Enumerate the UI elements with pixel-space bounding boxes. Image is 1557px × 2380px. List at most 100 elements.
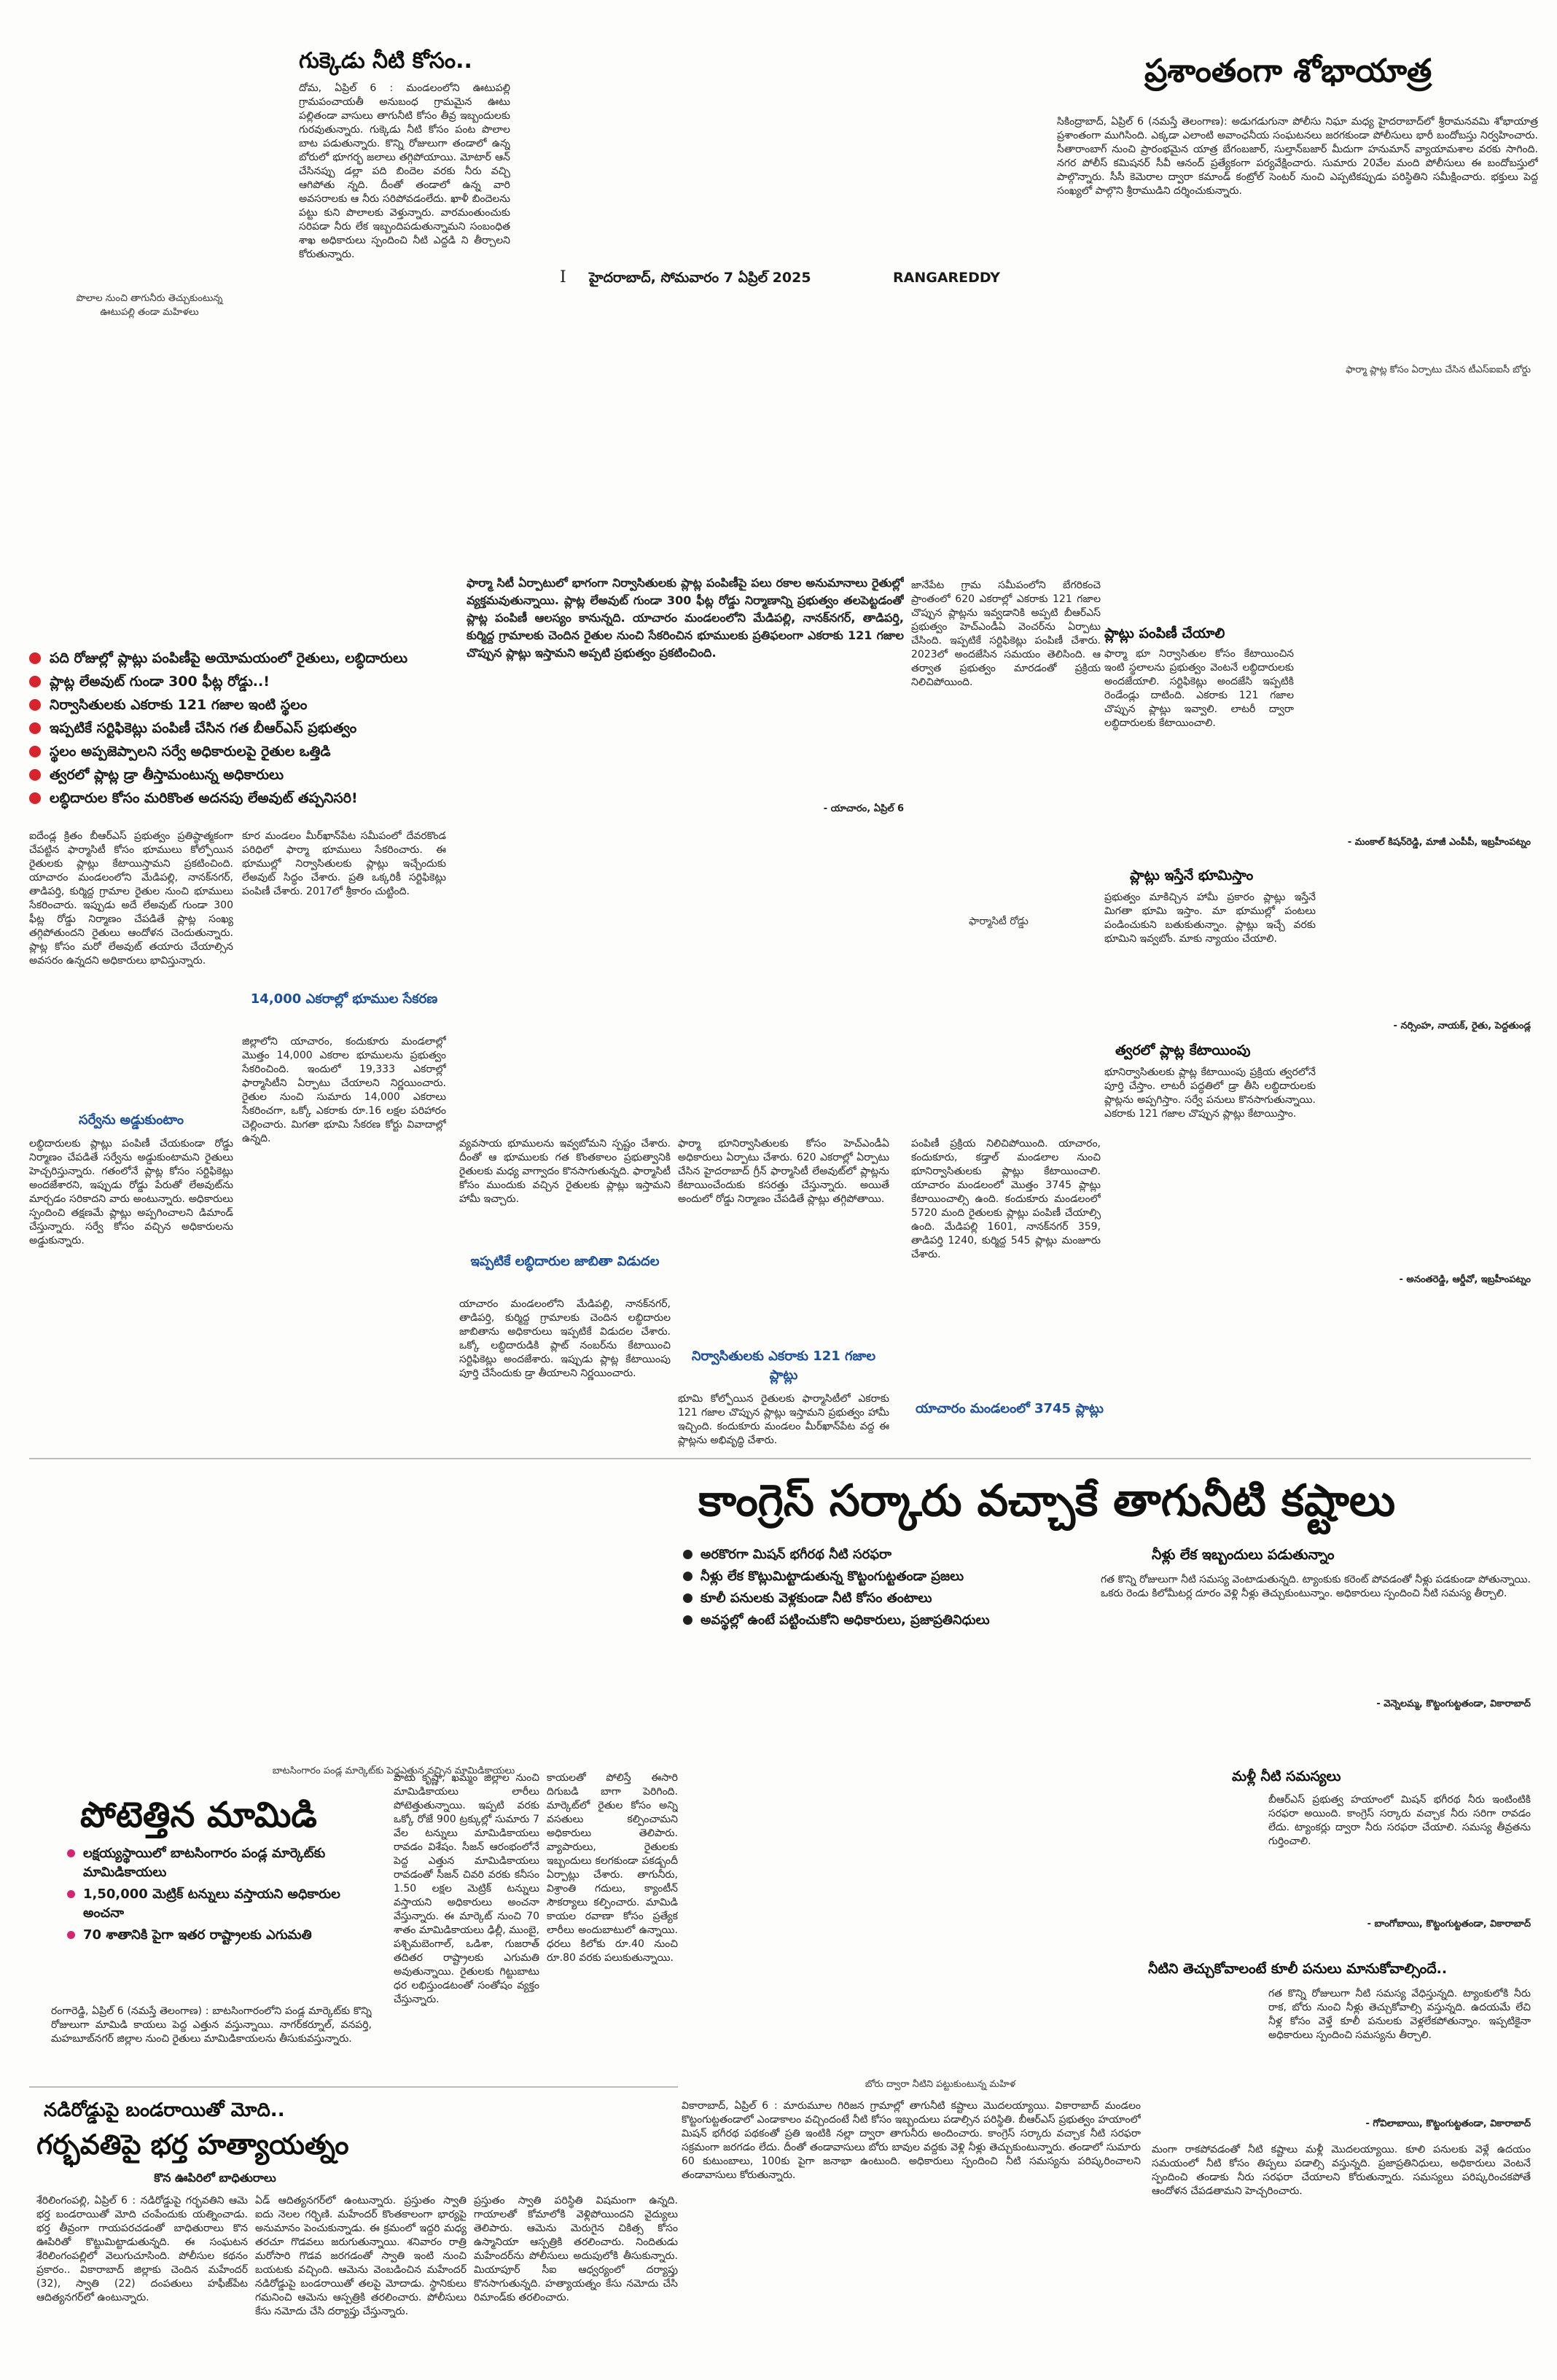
red-bullet-icon xyxy=(29,652,41,664)
quote2-body: ప్రభుత్వం మాకిచ్చిన హామీ ప్రకారం ప్లాట్ల… xyxy=(1104,891,1316,945)
mango-body: రంగారెడ్డి, ఏప్రిల్ 6 (నమస్తే తెలంగాణ) :… xyxy=(51,2005,372,2045)
pink-diamond-bullet-icon xyxy=(65,1888,77,1900)
pharma-board-photo xyxy=(29,386,1531,561)
pharma-bullet: లబ్ధిదారుల కోసం మరికొంత అదనపు లేఅవుట్ తప… xyxy=(29,789,459,808)
murder-headline: గర్భవతిపై భర్త హత్యాయత్నం xyxy=(36,2129,349,2161)
pharma-col1b: లబ్ధిదారులకు ప్లాట్లు పంపిణీ చేయకుండా రో… xyxy=(29,1138,233,1246)
water-headline: గుక్కెడు నీటి కోసం.. xyxy=(299,48,472,74)
water-photo-caption: పొలాల నుంచి తాగునీరు తెచ్చుకుంటున్న ఊటుప… xyxy=(76,293,223,318)
congress-q2-head: మళ్లీ నీటి సమస్యలు xyxy=(1232,1768,1341,1784)
red-bullet-icon xyxy=(29,699,41,711)
pharma-bullet: ఇప్పటికే సర్టిఫికెట్లు పంపిణీ చేసిన గత బ… xyxy=(29,719,459,738)
quote2-credit: - నర్సింహ, నాయక్, రైతు, పెద్దతుండ్ల xyxy=(1393,1021,1531,1031)
mango-kicker: బాటసింగారం పండ్ల మార్కెట్‌కు పెద్దఎత్తున… xyxy=(272,1766,515,1776)
congress-bullet: అరకొరగా మిషన్ భగీరథ నీటి సరఫరా xyxy=(681,1545,1002,1564)
pharma-col1: ఐదేండ్ల క్రితం బీఆర్ఎస్ ప్రభుత్వం ప్రతిష… xyxy=(29,830,233,967)
murder-col2: ఏడ్ ఆదిత్యనగర్‌లో ఉంటున్నారు. ప్రస్తుతం … xyxy=(255,2195,467,2317)
quote3-credit: - అనంతరెడ్డి, ఆర్డీవో, ఇబ్రహీంపట్నం xyxy=(1399,1274,1531,1285)
quote1-head: ప్లాట్లు పంపిణీ చేయాలి xyxy=(1104,625,1225,641)
pharma-road-caption: ఫార్మాసిటీ రోడ్డు xyxy=(969,916,1029,927)
pharma-bullet: త్వరలో ప్లాట్ల డ్రా తీస్తామంటున్న అధికార… xyxy=(29,765,459,784)
congress-q3-body: గత కొన్ని రోజులుగా నీటి సమస్య వేధిస్తున్… xyxy=(1268,1988,1531,2041)
congress-bullet: కూలీ పనులకు వెళ్లకుండా నీటి కోసం తంటాలు xyxy=(681,1589,1002,1608)
congress-q3-head: నీటిని తెచ్చుకోవాలంటే కూలీ పనులు మానుకోవ… xyxy=(1148,1961,1448,1977)
mango-bullets: లక్షయ్యస్థాయిలో బాటసింగారం పండ్ల మార్కెట… xyxy=(65,1844,372,1948)
mango-col2: పాటు కృష్ణా, ఖమ్మం జిల్లాల నుంచి మామిడిక… xyxy=(394,1772,539,2005)
quote1-portrait xyxy=(1298,645,1400,754)
quote3-portrait xyxy=(1323,1066,1418,1182)
pink-diamond-bullet-icon xyxy=(65,1847,77,1860)
red-bullet-icon xyxy=(29,792,41,804)
pharma-col4b: భూమి కోల్పోయిన రైతులకు ఫార్మాసిటీలో ఎకరా… xyxy=(678,1393,889,1446)
quote2-head: ప్లాట్లు ఇస్తేనే భూమిస్తాం xyxy=(1130,867,1254,883)
red-bullet-icon xyxy=(29,769,41,781)
mango-headline: పోటెత్తిన మామిడి xyxy=(80,1795,317,1835)
diamond-bullet-icon xyxy=(681,1591,695,1605)
congress-body2: మంగా రాకపోవడంతో నీటి కష్టాలు మళ్లీ మొదలయ… xyxy=(1152,2144,1531,2197)
congress-bullets: అరకొరగా మిషన్ భగీరథ నీటి సరఫరా నీళ్లు లే… xyxy=(681,1545,1002,1633)
section-divider xyxy=(29,2086,678,2088)
procession-headline: ప్రశాంతంగా శోభాయాత్ర xyxy=(1144,52,1432,90)
section-divider xyxy=(29,1458,1531,1459)
mango-bullet: లక్షయ్యస్థాయిలో బాటసింగారం పండ్ల మార్కెట… xyxy=(65,1844,372,1882)
quote3-body: భూనిర్వాసితులకు ప్లాట్ల కేటాయింపు ప్రక్ర… xyxy=(1104,1066,1316,1120)
pharma-intro: ఫార్మా సిటీ ఏర్పాటులో భాగంగా నిర్వాసితుల… xyxy=(467,576,904,660)
congress-bullet: నీళ్లు లేక కొట్లుమిట్టాడుతున్న కొట్టంగుట… xyxy=(681,1567,1002,1586)
quote1-body-cont xyxy=(1410,647,1531,793)
mango-bullet: 1,50,000 మెట్రిక్ టన్నులు వస్తాయని అధికా… xyxy=(65,1885,372,1923)
congress-body: వికారాబాద్, ఏప్రిల్ 6 : మారుమూల గిరిజన గ… xyxy=(682,2100,1141,2181)
pharma-col4: ఫార్మా భూనిర్వాసితులకు కోసం హెచ్ఎండీఏ అధ… xyxy=(678,1138,889,1205)
quote3-head: త్వరలో ప్లాట్ల కేటాయింపు xyxy=(1115,1042,1251,1058)
pharma-bullet: నిర్వాసితులకు ఎకరాకు 121 గజాల ఇంటి స్థలం xyxy=(29,695,459,714)
diamond-bullet-icon xyxy=(681,1569,695,1583)
procession-photo-caption: ఫార్మా ప్లాట్ల కోసం ఏర్పాటు చేసిన టీఎస్ఐ… xyxy=(1346,364,1531,375)
pharma-col3b: యాచారం మండలంలోని మేడిపల్లి, నానక్‌నగర్, … xyxy=(459,1298,671,1379)
pharma-bullet: స్థలం అప్పజెప్పాలని సర్వే అధికారులపై రైత… xyxy=(29,742,459,761)
date-line: హైదరాబాద్, సోమవారం 7 ఏప్రిల్ 2025 xyxy=(589,270,811,286)
congress-q3-credit: - గోవిలాబాయి, కొట్టంగుట్టతండా, వికారాబాద… xyxy=(1365,2118,1531,2129)
pharma-col2: కూర మండలం మీర్‌ఖాన్‌పేట సమీపంలో దేవరకొండ… xyxy=(242,830,446,897)
pharma-col5: జానేపేట గ్రామ సమీపంలోని బేగరికంచె ప్రాంత… xyxy=(911,580,1101,688)
mango-bullet: 70 శాతానికి పైగా ఇతర రాష్ట్రాలకు ఎగుమతి xyxy=(65,1926,372,1945)
quote2-portrait xyxy=(1323,891,1418,1000)
congress-q1-credit: - వెన్నెలమ్మ, కొట్టంగుట్టతండా, వికారాబాద… xyxy=(1376,1698,1531,1709)
murder-col3: ప్రస్తుతం స్వాతి పరిస్థితి విషమంగా ఉన్నద… xyxy=(474,2195,678,2303)
pharma-col5b: పంపిణీ ప్రక్రియ నిలిచిపోయింది. యాచారం, క… xyxy=(911,1138,1101,1260)
murder-photo xyxy=(386,2092,678,2194)
quote1-body: ఫార్మా భూ నిర్వాసితుల కోసం కేటాయించిన ఇం… xyxy=(1104,648,1294,729)
pharma-sub3: ఇప్పటికే లబ్ధిదారుల జాబితా విడుదల xyxy=(470,1254,660,1269)
pharma-col3: వ్యవసాయ భూములను ఇవ్వబోమని స్పష్టం చేశారు… xyxy=(459,1138,671,1205)
congress-bullet: అవస్థల్లో ఉంటే పట్టించుకోని అధికారులు, ప… xyxy=(681,1611,1002,1630)
section-title: RANGAREDDY xyxy=(893,270,1001,286)
congress-photo-caption: బోరు ద్వారా నీటిని పట్టుకుంటున్న మహిళ xyxy=(865,2079,1016,2090)
mango-photo xyxy=(29,1779,678,1873)
diamond-bullet-icon xyxy=(681,1548,695,1561)
diamond-bullet-icon xyxy=(681,1613,695,1627)
murder-kicker: నడిరోడ్డుపై బండరాయితో మోది.. xyxy=(44,2099,285,2121)
pharma-bullet: ప్లాట్ల లేఅవుట్ గుండా 300 ఫీట్ల రోడ్డు..… xyxy=(29,672,459,691)
page-number-mark: I xyxy=(560,268,566,286)
congress-q3-portrait xyxy=(1152,1987,1261,2104)
congress-q1-head: నీళ్లు లేక ఇబ్బందులు పడుతున్నాం xyxy=(1152,1547,1335,1563)
congress-q2-credit: - బాంగోబాయి, కొట్టంగుట్టతండా, వికారాబాద్ xyxy=(1367,1919,1531,1930)
red-bullet-icon xyxy=(29,676,41,687)
procession-body: సికింద్రాబాద్, ఏప్రిల్ 6 (నమస్తే తెలంగాణ… xyxy=(1057,116,1538,197)
water-photo xyxy=(29,51,241,292)
murder-body: శేరిలింగంపల్లి, ఏప్రిల్ 6 : నడిరోడ్డుపై … xyxy=(36,2195,248,2303)
pharma-sub5: యాచారం మండలంలో 3745 ప్లాట్లు xyxy=(915,1401,1104,1416)
pink-diamond-bullet-icon xyxy=(65,1929,77,1941)
pharma-sub1: సర్వేను అడ్డుకుంటాం xyxy=(79,1112,184,1128)
red-bullet-icon xyxy=(29,746,41,757)
pharma-bullets: పది రోజుల్లో ప్లాట్లు పంపిణీపై అయోమయంలో … xyxy=(29,649,459,812)
pharma-bullet: పది రోజుల్లో ప్లాట్లు పంపిణీపై అయోమయంలో … xyxy=(29,649,459,668)
pharma-intro-credit: - యాచారం, ఏప్రిల్ 6 xyxy=(823,803,904,814)
mango-col3: కాయలతో పోలిస్తే ఈసారి దిగుబడి బాగా పెరిగ… xyxy=(547,1772,678,1964)
water-body: దోమ, ఏప్రిల్ 6 : మండలంలోని ఊటుపల్లి గ్రా… xyxy=(299,82,510,260)
pharma-col2b: జిల్లాలోని యాచారం, కందుకూరు మండలాల్లో మొ… xyxy=(242,1036,446,1144)
quote1-credit: - మంకాల్ కిషన్‌రెడ్డి, మాజీ ఎంపీపీ, ఇబ్ర… xyxy=(1347,837,1531,848)
red-bullet-icon xyxy=(29,722,41,734)
pharma-road-photo xyxy=(459,831,904,1130)
pharma-sub2: 14,000 ఎకరాల్లో భూముల సేకరణ xyxy=(250,991,438,1007)
congress-bore-photo xyxy=(682,1764,1090,2056)
congress-q2-body: బీఆర్ఎస్ ప్రభుత్వ హయాంలో మిషన్ భగీరథ నీర… xyxy=(1268,1794,1531,1847)
